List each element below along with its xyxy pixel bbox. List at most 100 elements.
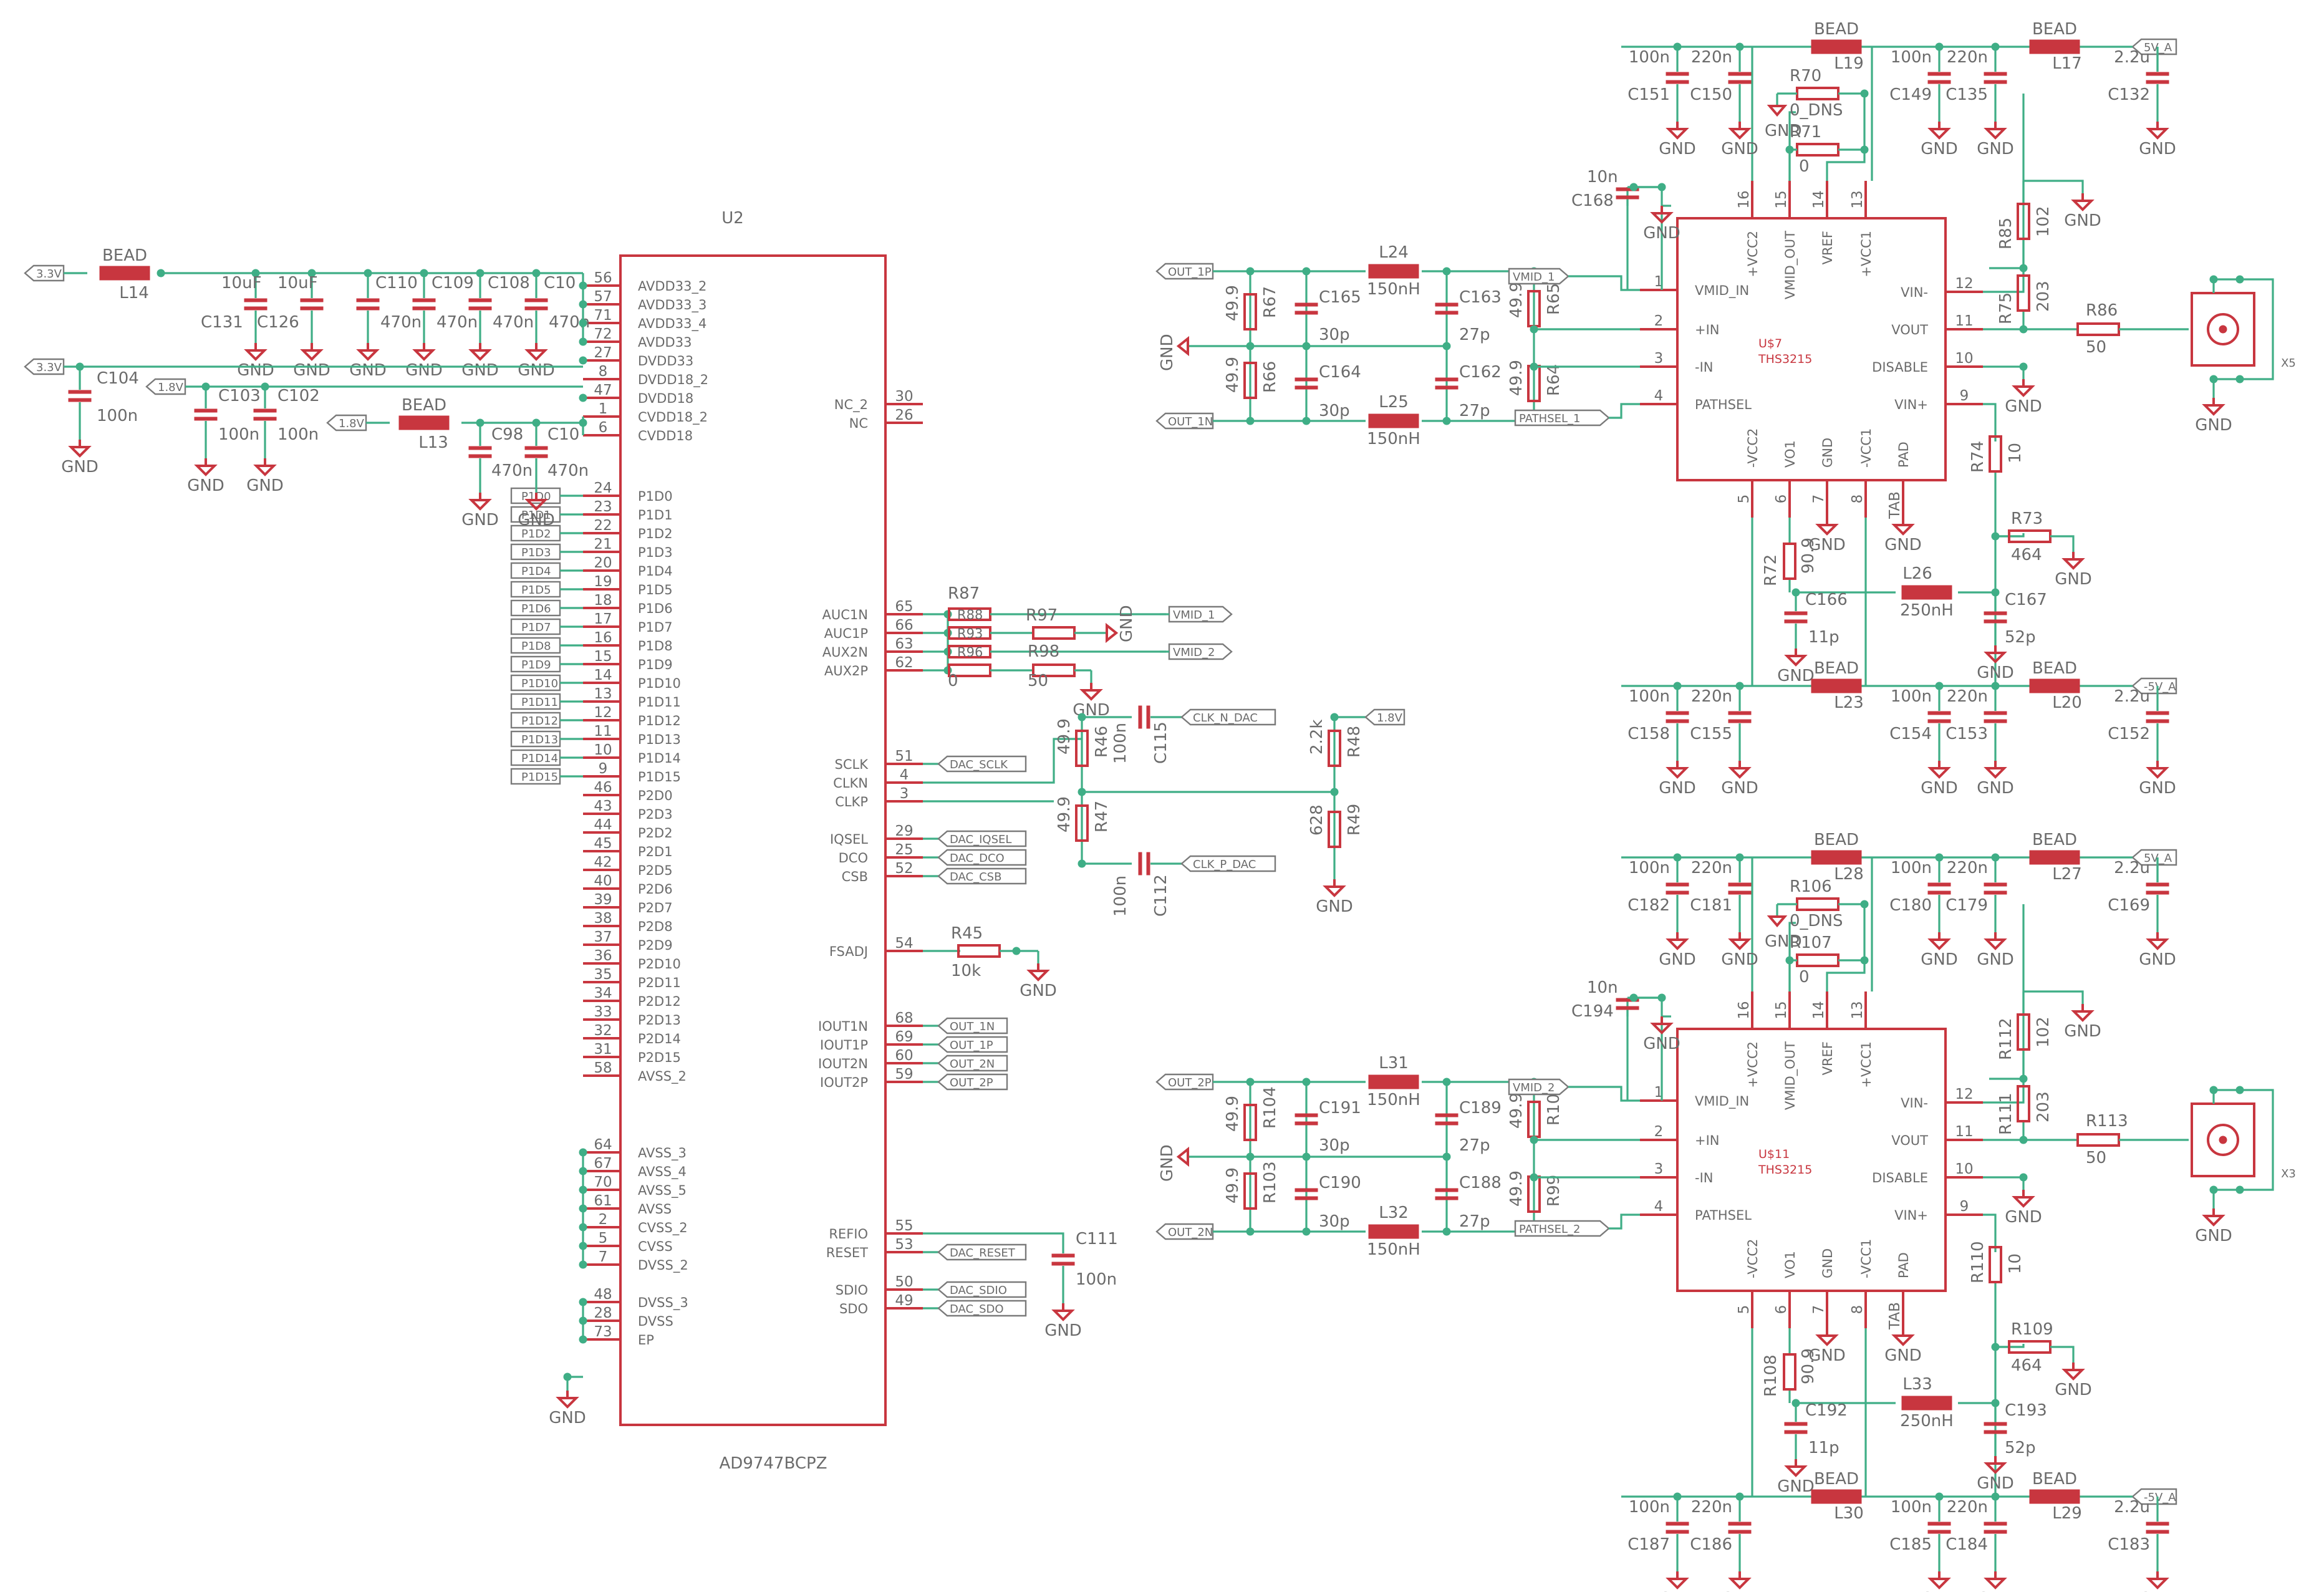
- res-ref: R112: [1997, 1018, 2015, 1060]
- ths-pin-name: -VCC2: [1745, 1239, 1760, 1278]
- sma-connector: [2191, 292, 2255, 367]
- cap-plate: [1295, 1113, 1318, 1117]
- ths-pin-name: -VCC1: [1859, 1239, 1874, 1278]
- cap-1v8: [194, 408, 218, 421]
- cap-plate: [2146, 72, 2169, 76]
- u2-pin-number: 44: [594, 817, 612, 833]
- junction-dot: [579, 281, 587, 290]
- ground-symbol: [1984, 761, 2007, 779]
- ground-triangle: [1984, 1578, 2007, 1590]
- res-fb2: [2017, 1085, 2030, 1122]
- ths-pin-number: 11: [1955, 313, 1973, 329]
- res-value: 203: [2034, 281, 2053, 312]
- cap-ref: C184: [1946, 1535, 1988, 1554]
- junction-dot: [2209, 1086, 2218, 1094]
- u2-pin-name: P1D14: [638, 751, 681, 766]
- res-value: 90.9: [1799, 538, 1818, 574]
- cap-plate: [300, 306, 324, 311]
- u2-pin-number: 68: [895, 1010, 913, 1026]
- ground-symbol: [2061, 1363, 2085, 1381]
- ground-triangle: [1984, 128, 2007, 140]
- ths-tab: TAB: [1887, 491, 1903, 519]
- bead-top-1: [1811, 39, 1862, 54]
- cap-mid-n: [1295, 1188, 1318, 1200]
- ground-symbol: [1984, 932, 2007, 950]
- cap-ref: C112: [1152, 874, 1170, 917]
- u2-pin-number: 19: [594, 574, 612, 590]
- gnd-label: GND: [2005, 397, 2042, 416]
- cap-vo: [1784, 611, 1808, 624]
- ths-pin-name: VOUT: [1891, 322, 1928, 337]
- bead-l14: [99, 266, 150, 281]
- ths-pin-number: 3: [1654, 1161, 1664, 1177]
- gnd-label: GND: [1316, 897, 1353, 916]
- ground-triangle: [1026, 970, 1050, 982]
- ths3215-body: [1676, 1028, 1947, 1292]
- net-flag-label: 3.3V: [36, 268, 62, 281]
- bead-ref: L14: [119, 284, 149, 302]
- gnd-label: GND: [1977, 950, 2014, 969]
- u2-pin-name: NC_2: [834, 397, 868, 413]
- u2-pin-number: 31: [594, 1041, 612, 1058]
- u2-pin-name: NC: [849, 416, 868, 431]
- res-value: 49.9: [1507, 1093, 1526, 1129]
- decoupling-cap: [524, 298, 548, 311]
- u2-pin-name: IOUT1N: [818, 1019, 868, 1034]
- bead-ref: L29: [2052, 1504, 2082, 1523]
- ground-symbol: [2202, 1208, 2225, 1227]
- ths-pin-name: -IN: [1695, 360, 1713, 375]
- u2-pin-name: AVSS_4: [638, 1164, 687, 1180]
- u2-pin-name: IOUT2P: [820, 1075, 868, 1090]
- ground-symbol: [412, 343, 436, 361]
- u2-pin-number: 58: [594, 1060, 612, 1076]
- bead-value: BEAD: [2032, 1470, 2077, 1488]
- ground-triangle: [1650, 212, 1674, 224]
- cap-plate: [1984, 882, 2007, 887]
- ground-triangle: [1815, 524, 1839, 536]
- cap-1v8: [253, 408, 277, 421]
- ground-symbol: [524, 343, 548, 361]
- cap-plate: [1146, 852, 1150, 876]
- decoupling-cap: [412, 298, 436, 311]
- res-ref: R48: [1345, 726, 1364, 758]
- ground-arrow: [1176, 335, 1189, 357]
- cap-plate: [1295, 385, 1318, 390]
- ground-triangle: [1984, 938, 2007, 950]
- wire: [923, 738, 1082, 784]
- cap-plate: [1666, 1522, 1689, 1526]
- u2-ref: U2: [721, 209, 744, 228]
- bead-top-2: [2029, 850, 2080, 865]
- u2-pin-name: SDIO: [836, 1283, 868, 1298]
- u2-pin-number: 4: [900, 767, 909, 783]
- cap-value: 10n: [1587, 978, 1618, 997]
- res-ref: R49: [1345, 804, 1364, 836]
- u2-pin-name: P2D0: [638, 788, 673, 803]
- u2-pin-number: 10: [594, 742, 612, 758]
- ground-triangle: [2202, 1215, 2225, 1227]
- res-ref: R66: [1261, 361, 1280, 393]
- u2-pin-number: 20: [594, 555, 612, 571]
- cap-c112: [1138, 852, 1150, 876]
- ground-symbol: [2071, 193, 2095, 211]
- cap-plate: [1435, 1196, 1459, 1200]
- u2-pin-number: 57: [594, 289, 612, 305]
- cap-ref: C162: [1459, 363, 1502, 382]
- u2-pin-name: DVDD18: [638, 391, 693, 406]
- u2-pin-number: 22: [594, 518, 612, 534]
- cap-ref: C132: [2108, 85, 2150, 104]
- cap-plate: [1051, 1262, 1075, 1266]
- res-r45: [957, 944, 1001, 958]
- rail-cap: [1927, 882, 1951, 895]
- u2-pin-name: P2D12: [638, 994, 681, 1009]
- ths-pin-name: GND: [1820, 1248, 1835, 1278]
- ths-pin-name: VREF: [1820, 231, 1835, 264]
- u2-pin-number: 70: [594, 1174, 612, 1190]
- junction-dot: [579, 337, 587, 346]
- junction-dot: [2209, 375, 2218, 384]
- cap-plate: [2146, 1530, 2169, 1534]
- junction-dot: [579, 418, 587, 427]
- res-ref: R45: [951, 924, 983, 943]
- cap-value: 220n: [1947, 1498, 1988, 1517]
- gnd-label: GND: [1777, 667, 1815, 685]
- u2-pin-number: 1: [599, 401, 608, 417]
